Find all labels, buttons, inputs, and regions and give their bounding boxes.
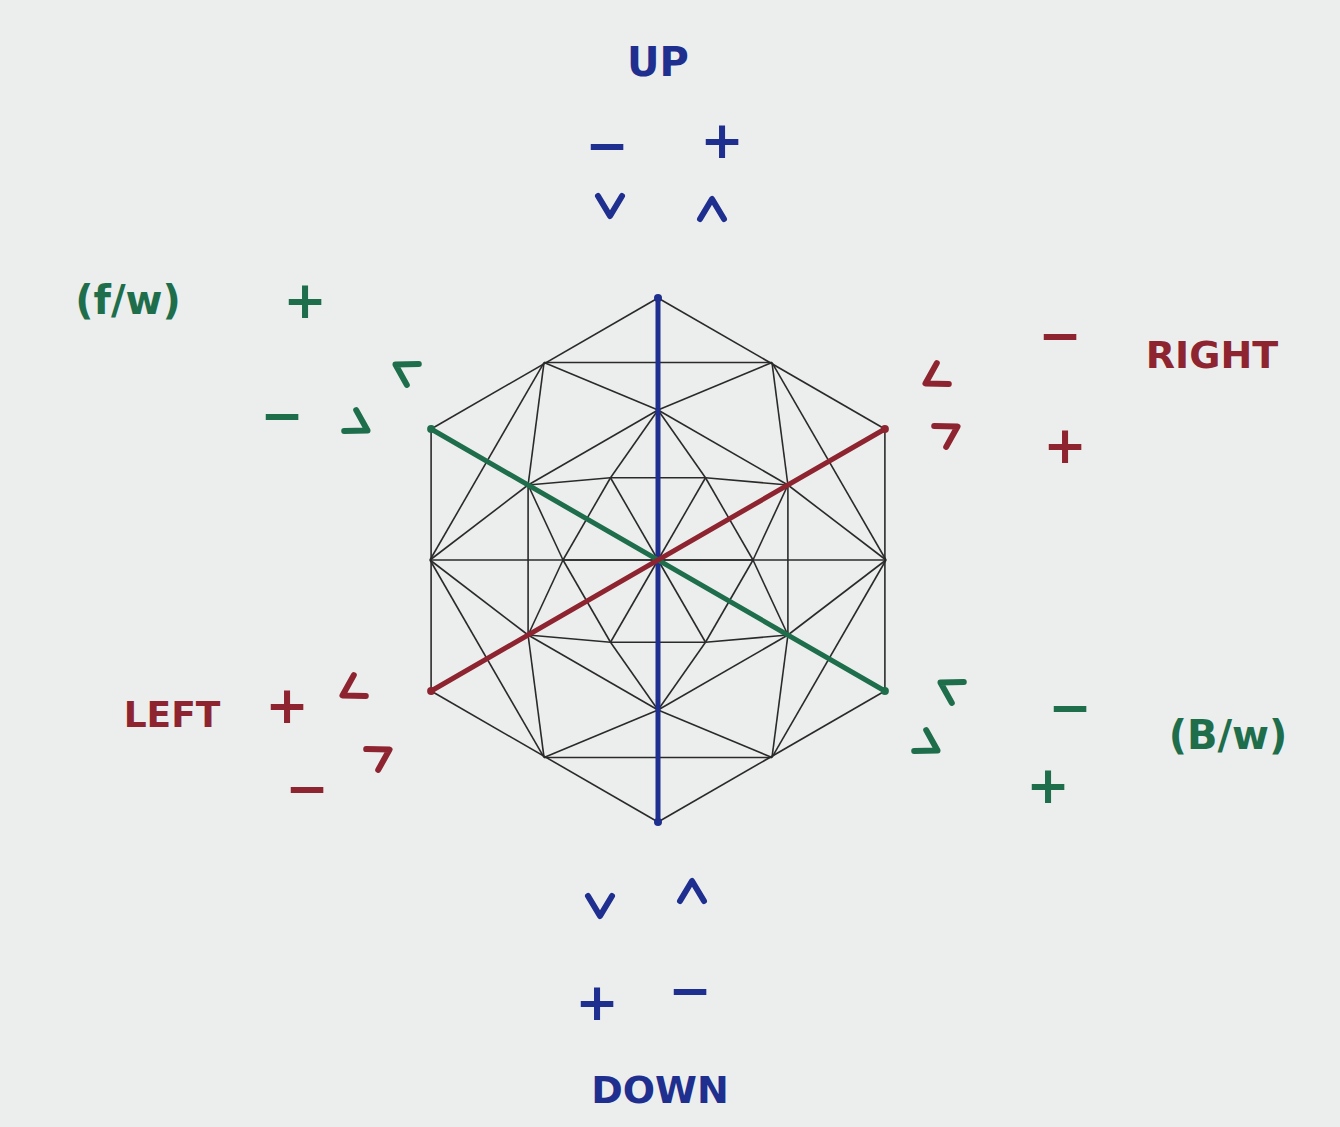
- direction-chevron: [680, 881, 704, 901]
- sign-label: −: [585, 119, 629, 171]
- axis-name: (B/w): [1169, 715, 1288, 755]
- mesh-line: [431, 298, 658, 429]
- mesh-line: [772, 635, 788, 757]
- mesh-lines: [430, 298, 886, 822]
- mesh-line: [658, 642, 706, 710]
- mesh-line: [544, 363, 658, 410]
- axis-name: LEFT: [124, 697, 221, 733]
- axis-end-dot: [654, 294, 662, 302]
- axis-name: RIGHT: [1146, 336, 1278, 374]
- mesh-line: [658, 691, 885, 822]
- mesh-line: [772, 363, 788, 485]
- mesh-line: [611, 642, 659, 710]
- mesh-line: [611, 410, 659, 478]
- direction-chevron: [934, 416, 963, 447]
- direction-chevron: [336, 675, 365, 706]
- axis-end-dot: [654, 818, 662, 826]
- sign-label: +: [575, 976, 619, 1028]
- sign-label: +: [700, 114, 744, 166]
- direction-chevron: [598, 196, 622, 216]
- direction-chevron: [344, 410, 373, 441]
- direction-chevron: [389, 354, 418, 385]
- mesh-line: [528, 635, 610, 642]
- sign-label: −: [1048, 681, 1092, 733]
- mesh-line: [706, 478, 788, 485]
- mesh-line: [658, 410, 788, 485]
- axis-end-dot: [881, 687, 889, 695]
- sign-label: +: [1043, 419, 1087, 471]
- mesh-line: [658, 410, 706, 478]
- direction-chevron: [914, 730, 943, 761]
- mesh-line: [706, 635, 788, 642]
- axis-end-dot: [427, 687, 435, 695]
- mesh-line: [528, 410, 658, 485]
- mesh-line: [658, 363, 772, 410]
- sign-label: −: [668, 964, 712, 1016]
- axis-end-dot: [881, 425, 889, 433]
- mesh-line: [658, 635, 788, 710]
- axis-name: DOWN: [591, 1071, 729, 1109]
- axis-name: (f/w): [75, 280, 181, 320]
- direction-chevron: [934, 672, 963, 703]
- sign-label: +: [283, 274, 327, 326]
- forward-backward-axis: [431, 429, 885, 691]
- axis-name: UP: [627, 42, 689, 82]
- mesh-line: [658, 710, 772, 757]
- sign-label: −: [260, 389, 304, 441]
- sign-label: −: [1038, 309, 1082, 361]
- direction-chevron: [588, 896, 612, 916]
- mesh-line: [788, 485, 886, 560]
- mesh-line: [788, 560, 886, 635]
- sign-label: +: [265, 679, 309, 731]
- mesh-line: [430, 560, 528, 635]
- mesh-line: [528, 635, 544, 757]
- sign-label: −: [285, 762, 329, 814]
- direction-chevron: [700, 199, 724, 219]
- mesh-line: [430, 485, 528, 560]
- axis-end-dot: [427, 425, 435, 433]
- sign-label: +: [1026, 759, 1070, 811]
- left-right-axis: [431, 429, 885, 691]
- mesh-line: [528, 363, 544, 485]
- mesh-line: [544, 710, 658, 757]
- mesh-line: [528, 478, 610, 485]
- direction-chevron: [919, 363, 948, 394]
- mesh-line: [528, 635, 658, 710]
- direction-chevron: [366, 739, 395, 770]
